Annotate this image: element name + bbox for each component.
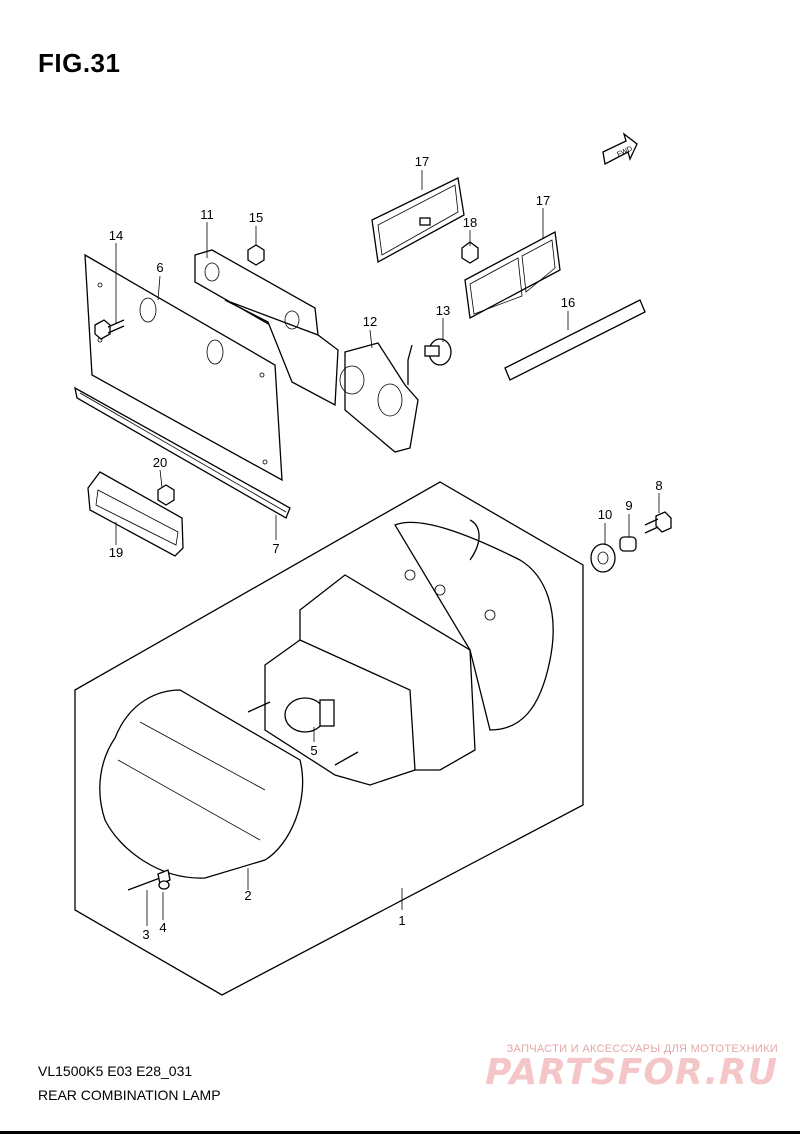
bracket-part bbox=[194, 249, 339, 407]
bolt-part bbox=[94, 319, 125, 340]
watermark-tagline: ЗАПЧАСТИ И АКСЕССУАРЫ ДЛЯ МОТОТЕХНИКИ bbox=[506, 1043, 778, 1055]
callout-4: 4 bbox=[159, 920, 166, 935]
callout-1: 1 bbox=[398, 913, 405, 928]
reflector-part-right bbox=[464, 230, 561, 320]
screw-part bbox=[424, 338, 452, 366]
lamp-housing-part bbox=[264, 519, 554, 786]
leader-lines bbox=[115, 170, 660, 926]
plate-part bbox=[339, 342, 419, 453]
license-bracket-part bbox=[84, 253, 283, 482]
bushing-part bbox=[619, 536, 637, 552]
callout-11: 11 bbox=[200, 207, 214, 222]
trim-strip-part bbox=[74, 386, 291, 519]
reflector-part-top bbox=[371, 177, 465, 264]
callout-14: 14 bbox=[109, 228, 123, 243]
callout-20: 20 bbox=[153, 455, 167, 470]
diagram-name: REAR COMBINATION LAMP bbox=[38, 1087, 221, 1103]
callout-9: 9 bbox=[625, 498, 632, 513]
callout-5: 5 bbox=[310, 743, 317, 758]
callout-8: 8 bbox=[655, 478, 662, 493]
callout-10: 10 bbox=[598, 507, 612, 522]
fwd-arrow-icon: FWD bbox=[602, 132, 638, 165]
lens-part bbox=[99, 689, 304, 879]
callout-15: 15 bbox=[249, 210, 263, 225]
callout-17a: 17 bbox=[415, 154, 429, 169]
callout-7: 7 bbox=[272, 541, 279, 556]
bolt-part-8 bbox=[644, 511, 672, 534]
callout-2: 2 bbox=[244, 888, 251, 903]
assembly-outline bbox=[74, 481, 584, 996]
strip-part bbox=[504, 299, 646, 381]
callout-6: 6 bbox=[156, 260, 163, 275]
watermark-logo: PARTSFOR.RU bbox=[485, 1052, 778, 1093]
side-reflector-part bbox=[87, 471, 184, 557]
nut-part-20 bbox=[157, 484, 175, 506]
bulb-part bbox=[247, 697, 359, 766]
callout-19: 19 bbox=[109, 545, 123, 560]
callout-18: 18 bbox=[463, 215, 477, 230]
collar-part bbox=[590, 543, 616, 573]
lens-screw-part bbox=[127, 869, 171, 891]
nut-part bbox=[247, 244, 265, 266]
washer-part bbox=[158, 880, 170, 890]
callout-16: 16 bbox=[561, 295, 575, 310]
callout-12: 12 bbox=[363, 314, 377, 329]
bottom-rule bbox=[0, 1131, 800, 1134]
model-code: VL1500K5 E03 E28_031 bbox=[38, 1063, 193, 1079]
callout-3: 3 bbox=[142, 927, 149, 942]
callout-13: 13 bbox=[436, 303, 450, 318]
callout-17b: 17 bbox=[536, 193, 550, 208]
figure-title: FIG.31 bbox=[38, 48, 121, 78]
